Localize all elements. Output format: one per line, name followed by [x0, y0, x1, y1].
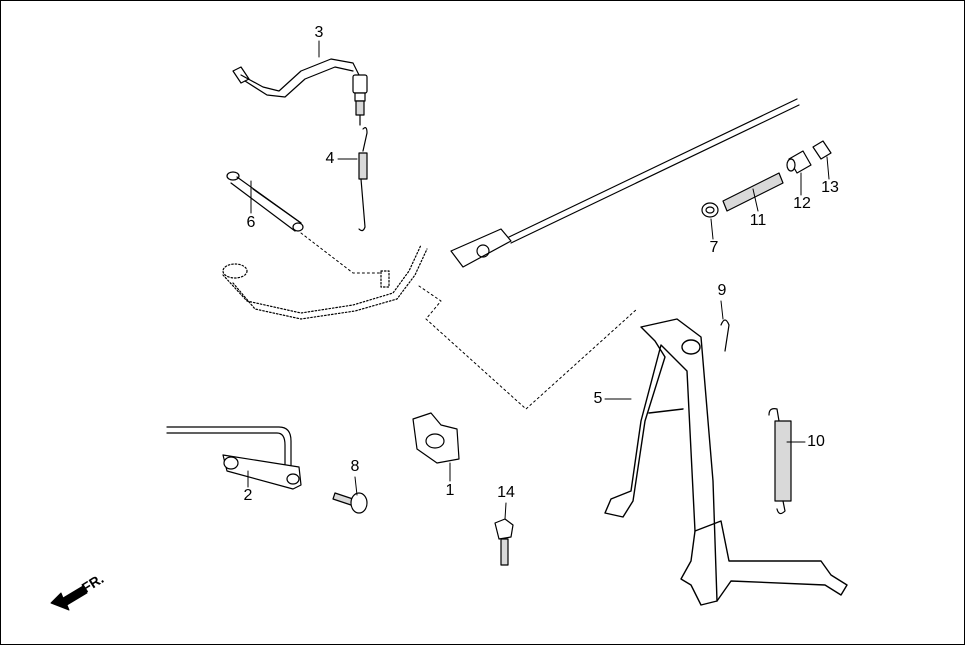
assembly-dash-lines	[300, 232, 638, 410]
callout-4: 4	[325, 150, 335, 167]
direction-arrow	[50, 585, 88, 611]
callout-13: 13	[821, 179, 839, 196]
callout-9: 9	[717, 282, 727, 299]
callout-2: 2	[243, 487, 253, 504]
callout-10: 10	[807, 433, 825, 450]
callout-3: 3	[314, 24, 324, 41]
callout-14: 14	[497, 484, 515, 501]
callout-11: 11	[749, 212, 767, 229]
part-6-shaft	[226, 171, 304, 232]
part-11-spring	[722, 172, 784, 212]
brake-rod	[450, 98, 800, 268]
part-4-spring	[358, 127, 368, 232]
part-8-screw	[332, 492, 368, 514]
callout-8: 8	[350, 458, 360, 475]
callout-6: 6	[246, 214, 256, 231]
part-12-joint	[786, 150, 812, 174]
part-3-switch-wire	[232, 58, 368, 126]
part-1-stopper	[412, 412, 460, 464]
callout-leaders	[247, 40, 830, 520]
part-14-bolt	[494, 518, 514, 566]
part-9-cotter-pin	[720, 319, 730, 352]
part-10-stand-spring	[768, 408, 792, 515]
callout-12: 12	[793, 195, 811, 212]
part-5-main-stand	[604, 318, 848, 606]
brake-pedal-arm	[222, 244, 428, 320]
part-2-bracket	[166, 426, 302, 490]
part-7-washer	[701, 202, 719, 218]
callout-7: 7	[709, 239, 719, 256]
callout-1: 1	[445, 482, 455, 499]
part-13-nut	[812, 140, 832, 160]
callout-5: 5	[593, 390, 603, 407]
